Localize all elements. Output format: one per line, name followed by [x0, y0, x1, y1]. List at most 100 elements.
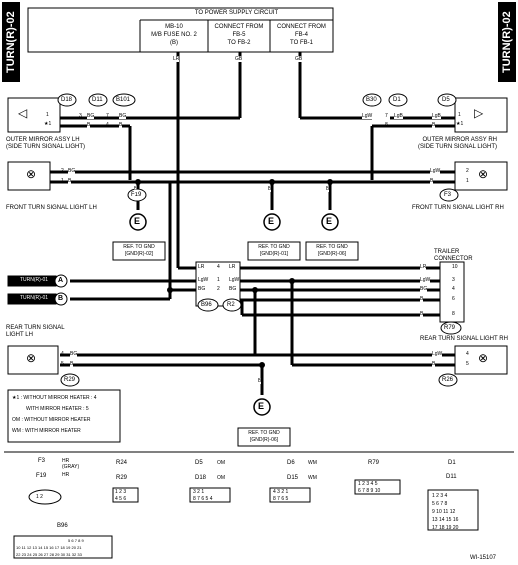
- grid-d5: 3 2 1 8 7 6 5 4: [193, 489, 213, 502]
- wire-label: LgW: [430, 168, 441, 174]
- bc-d5: D5: [195, 460, 203, 466]
- label-front-rh: FRONT TURN SIGNAL LIGHT RH: [412, 205, 504, 211]
- bc-wm-2: WM: [308, 475, 317, 481]
- mirror-mark-rh-bot: ★1: [456, 121, 464, 127]
- mirror-mark-lh-bot: ★1: [44, 121, 52, 127]
- pin: 1: [466, 178, 469, 184]
- label-outer-mirror-lh: OUTER MIRROR ASSY LH(SIDE TURN SIGNAL LI…: [6, 137, 86, 150]
- pin: 4: [466, 351, 469, 357]
- bc-d15: D15: [287, 475, 299, 481]
- pin: 10: [452, 264, 458, 270]
- offpage-a-letter: A: [58, 277, 64, 284]
- conn-b30: B30: [366, 97, 377, 103]
- bc-d1: D1: [448, 460, 456, 466]
- conn-f3: F3: [444, 192, 452, 198]
- pin: 4: [61, 351, 64, 357]
- wire-label: LR: [198, 264, 205, 270]
- grid-f3: 1 2: [36, 494, 43, 500]
- front-turn-lh: [7, 161, 51, 191]
- wire-label: B: [268, 186, 272, 192]
- offpage-a-label: TURN(R)-01: [20, 277, 49, 283]
- gnd-label-4: REF. TO GND[GND(R)-06]: [248, 430, 280, 443]
- wire-gb-1: GB: [235, 56, 243, 62]
- wire-label: BG: [229, 286, 237, 292]
- pin: 5: [61, 361, 64, 367]
- conn-f19: F19: [131, 192, 142, 198]
- gnd-label-3: REF. TO GND[GND(R)-06]: [316, 244, 348, 257]
- wire-label: B: [420, 311, 424, 317]
- wire-label: B: [134, 186, 138, 192]
- offpage-b-label: TURN(R)-01: [20, 295, 49, 301]
- wire-label: LR: [420, 264, 427, 270]
- label-outer-mirror-rh: OUTER MIRROR ASSY RH(SIDE TURN SIGNAL LI…: [418, 137, 498, 150]
- rear-turn-rh: [454, 345, 508, 375]
- supply-box: [27, 7, 334, 53]
- bc-hr-gray: HR(GRAY): [62, 458, 80, 470]
- bc-d18: D18: [195, 475, 207, 481]
- grid-b96: 5 6 7 8 9 10 11 12 13 14 15 16 17 18 19 …: [16, 538, 84, 557]
- ground-letter-3: E: [326, 216, 333, 226]
- bc-om-2: OM: [217, 475, 226, 481]
- wire-label: B: [68, 178, 72, 184]
- conn-r26: R26: [442, 377, 454, 383]
- pin: 2: [61, 168, 64, 174]
- wire-label: BG: [70, 351, 78, 357]
- pin: 2: [466, 168, 469, 174]
- wire-gb-2: GB: [295, 56, 303, 62]
- mirror-mark-lh-top: 1: [46, 112, 49, 118]
- pin: 1: [61, 178, 64, 184]
- pin: 5: [466, 361, 469, 367]
- conn-d18: D18: [61, 97, 73, 103]
- wire-label: LgW: [432, 351, 443, 357]
- bulb-icon: ⊗: [26, 167, 37, 181]
- wire-label: BG: [119, 113, 127, 119]
- ground-letter-4: E: [258, 401, 265, 411]
- bulb-icon: ⊗: [478, 351, 489, 365]
- pin: 3: [79, 113, 82, 119]
- wire-lr: LR: [173, 56, 180, 62]
- pin: 7: [385, 113, 388, 119]
- pin: 2: [217, 286, 220, 292]
- wire-label: BG: [87, 113, 95, 119]
- wire-label: B: [432, 122, 436, 128]
- wire-label: LgW: [362, 113, 373, 119]
- pin: 3: [452, 277, 455, 283]
- wire-label: B: [326, 186, 330, 192]
- outer-mirror-lh: [7, 97, 61, 133]
- wire-label: B: [119, 122, 123, 128]
- grid-d6: 4 3 2 1 8 7 6 5: [273, 489, 289, 502]
- outer-mirror-rh: [454, 97, 508, 133]
- gnd-label-1: REF. TO GND[GND(R)-02]: [123, 244, 155, 257]
- rear-turn-lh: [7, 345, 59, 375]
- bc-r24: R24: [116, 460, 128, 466]
- conn-r29: R29: [64, 377, 76, 383]
- pin: 8: [452, 311, 455, 317]
- mirror-mark-rh-top: 1: [458, 112, 461, 118]
- ground-e-3: [321, 213, 339, 231]
- conn-d11: D11: [92, 97, 103, 103]
- bc-b96: B96: [57, 523, 68, 529]
- bc-r29: R29: [116, 475, 128, 481]
- lamp-icon: ◁: [18, 106, 28, 120]
- wire-label: LgW: [420, 277, 431, 283]
- ground-e-2: [263, 213, 281, 231]
- conn-b101: B101: [116, 97, 131, 103]
- ground-letter-2: E: [268, 216, 275, 226]
- wire-label: LgB: [432, 113, 441, 119]
- pin: 8: [385, 122, 388, 128]
- bc-f3: F3: [38, 458, 46, 464]
- pin: 4: [452, 286, 455, 292]
- wire-label: LgB: [394, 113, 403, 119]
- ground-letter-1: E: [134, 216, 141, 226]
- diagram-id: WI-15107: [470, 555, 497, 561]
- pin: 4: [217, 264, 220, 270]
- ground-e-1: [129, 213, 147, 231]
- wire-label: BG: [420, 286, 428, 292]
- pin: 7: [106, 113, 109, 119]
- offpage-b: [8, 294, 64, 304]
- bc-d6: D6: [287, 460, 295, 466]
